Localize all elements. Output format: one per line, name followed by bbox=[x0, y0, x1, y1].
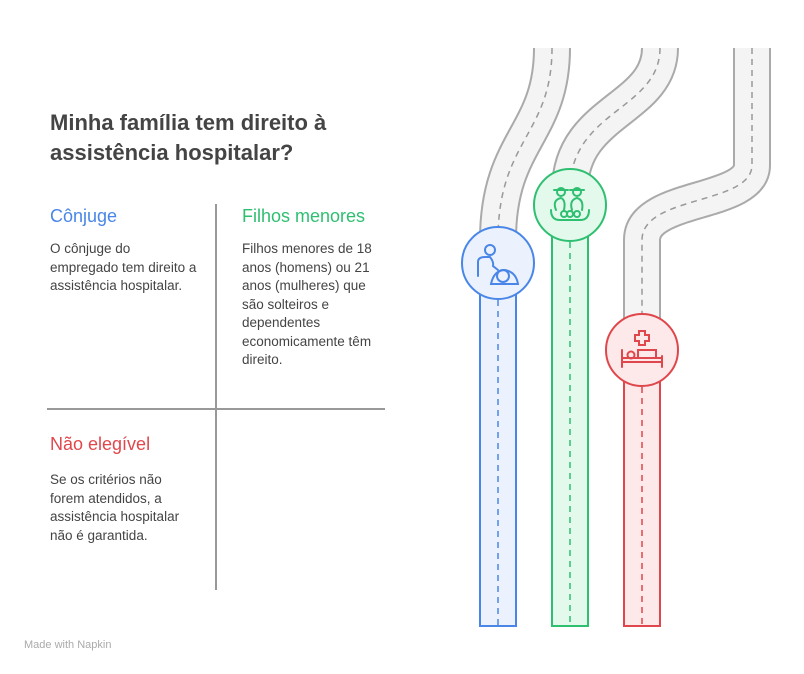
text-nao-elegivel: Se os critérios não forem atendidos, a a… bbox=[50, 472, 180, 543]
horizontal-divider bbox=[47, 408, 385, 410]
road-blue-lower bbox=[479, 269, 517, 627]
page-title: Minha família tem direito à assistência … bbox=[50, 110, 327, 165]
children-icon bbox=[533, 168, 607, 242]
heading-conjuge: Cônjuge bbox=[50, 206, 118, 226]
heading-nao-elegivel: Não elegível bbox=[50, 434, 151, 454]
text-filhos-menores: Filhos menores de 18 anos (homens) ou 21… bbox=[242, 241, 372, 367]
road-green-lower bbox=[551, 209, 589, 627]
vertical-divider bbox=[215, 204, 217, 590]
road-red-upper bbox=[623, 48, 771, 330]
heading-filhos-menores: Filhos menores bbox=[242, 206, 366, 226]
road-blue-upper bbox=[479, 47, 571, 241]
road-green-upper bbox=[551, 46, 679, 192]
caregiver-icon bbox=[461, 226, 535, 300]
text-conjuge: O cônjuge do empregado tem direito a ass… bbox=[50, 241, 197, 293]
hospital-bed-icon bbox=[605, 313, 679, 387]
footer-made-with-napkin: Made with Napkin bbox=[24, 639, 112, 651]
road-red-lower bbox=[623, 354, 661, 627]
